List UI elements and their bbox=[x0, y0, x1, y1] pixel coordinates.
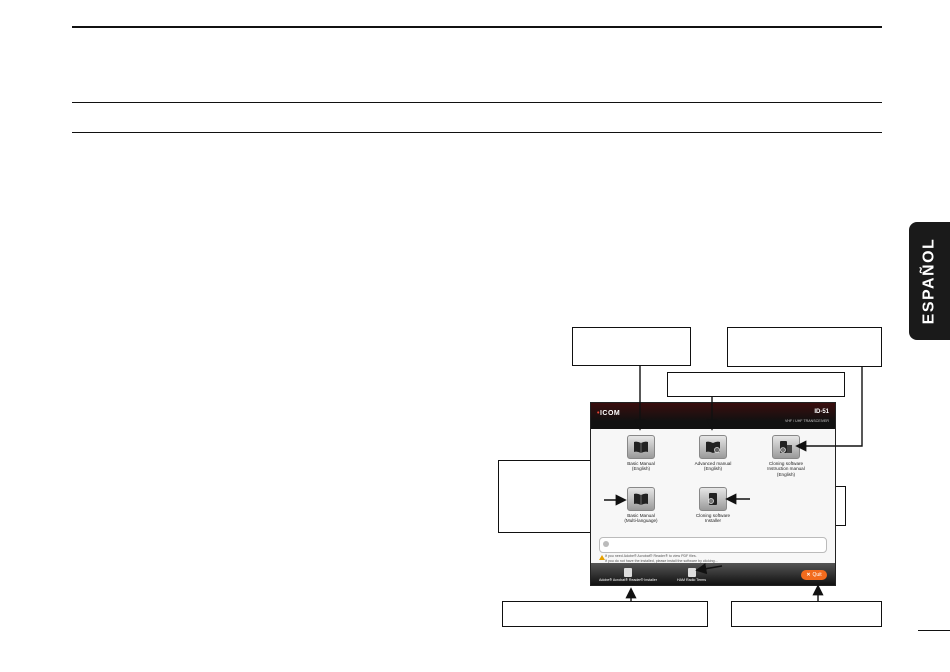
basic-manual-english-button[interactable]: Basic Manual (English) bbox=[611, 435, 671, 472]
radio-terms-label: HAM Radio Terms bbox=[677, 578, 707, 582]
button-label: Cloning software Installer bbox=[695, 513, 731, 524]
language-tab: ESPAÑOL bbox=[909, 222, 950, 340]
cloning-installer-button[interactable]: Cloning software Installer bbox=[683, 487, 743, 524]
language-tab-label: ESPAÑOL bbox=[920, 237, 938, 325]
book-gear-icon bbox=[699, 435, 727, 459]
callout-basic-manual bbox=[572, 327, 691, 366]
warning-icon bbox=[599, 555, 605, 560]
book-icon bbox=[627, 435, 655, 459]
callout-advanced-manual bbox=[667, 372, 845, 397]
info-icon bbox=[603, 541, 609, 547]
cloning-manual-button[interactable]: Cloning software Instruction manual (Eng… bbox=[756, 435, 816, 477]
close-icon: ✕ bbox=[806, 572, 811, 578]
reader-icon bbox=[623, 568, 632, 577]
reader-note: If you need Adobe® Acrobat® Reader® to v… bbox=[605, 554, 697, 558]
installer-screenshot: •ICOM ID-51 VHF / UHF TRANSCEIVER Basic … bbox=[590, 402, 836, 586]
installer-icon bbox=[699, 487, 727, 511]
model-subtitle: VHF / UHF TRANSCEIVER bbox=[784, 419, 829, 423]
section-rule bbox=[72, 102, 882, 103]
info-text-box bbox=[599, 537, 827, 553]
quit-button[interactable]: ✕Quit bbox=[801, 570, 827, 580]
callout-quit bbox=[731, 601, 882, 627]
reader-installer-label: Adobe® Acrobat® Reader® Installer bbox=[599, 578, 657, 582]
reader-installer-button[interactable]: Adobe® Acrobat® Reader® Installer bbox=[599, 568, 657, 582]
button-label: Basic Manual (Multi-language) bbox=[624, 513, 658, 524]
callout-reader-installer bbox=[502, 601, 708, 627]
button-label: Advanced manual (English) bbox=[694, 461, 732, 472]
quit-label: Quit bbox=[812, 572, 822, 578]
callout-cloning-manual bbox=[727, 327, 882, 367]
advanced-manual-button[interactable]: Advanced manual (English) bbox=[683, 435, 743, 472]
icom-logo: •ICOM bbox=[597, 410, 621, 417]
reader-note-line2: If you do not have the installed, please… bbox=[605, 559, 718, 563]
screen-header: •ICOM ID-51 VHF / UHF TRANSCEIVER bbox=[591, 403, 835, 429]
button-label: Cloning software Instruction manual (Eng… bbox=[767, 461, 805, 477]
basic-manual-multilanguage-button[interactable]: Basic Manual (Multi-language) bbox=[611, 487, 671, 524]
section-rule bbox=[72, 132, 882, 133]
radio-terms-button[interactable]: HAM Radio Terms bbox=[677, 568, 706, 582]
callout-multi-language bbox=[498, 460, 604, 533]
button-label: Basic Manual (English) bbox=[627, 461, 655, 472]
document-icon bbox=[687, 568, 696, 577]
top-rule bbox=[72, 26, 882, 28]
model-name: ID-51 bbox=[814, 409, 829, 415]
page-number-rule bbox=[918, 630, 950, 631]
cloning-manual-icon bbox=[772, 435, 800, 459]
screen-footer: Adobe® Acrobat® Reader® Installer HAM Ra… bbox=[591, 563, 835, 585]
book-icon bbox=[627, 487, 655, 511]
